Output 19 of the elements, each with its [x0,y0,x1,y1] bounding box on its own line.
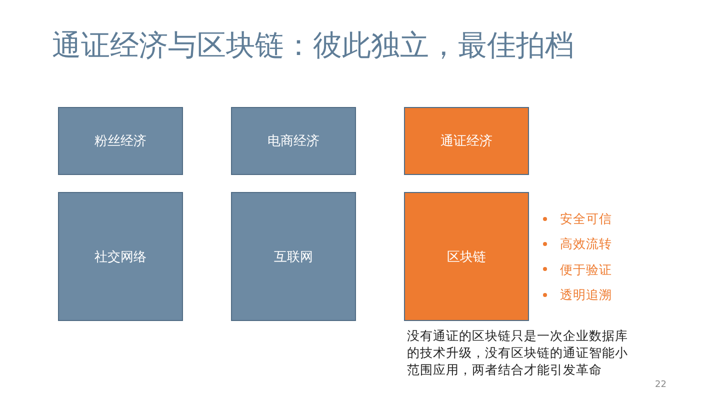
page-number: 22 [655,380,666,390]
bullet-text: 透明追溯 [560,286,612,304]
box-label: 互联网 [274,248,313,266]
box-label: 电商经济 [268,133,320,150]
concept-box [231,192,356,321]
concept-box [404,192,529,321]
slide-title: 通证经济与区块链：彼此独立，最佳拍档 [52,27,574,64]
box-label: 社交网络 [94,248,146,266]
concept-box [58,192,183,321]
bullet-text: 便于验证 [560,260,612,279]
concept-box [231,107,356,175]
concept-box [58,107,183,175]
box-label: 区块链 [447,248,486,266]
box-label: 粉丝经济 [94,133,146,150]
note-text: 没有通证的区块链只是一次企业数据库的技术升级，没有区块链的通证智能小范围应用，两者结合才能引发革命 [407,327,629,378]
bullet-text: 高效流转 [560,235,612,254]
bullet-text: 安全可信 [560,210,612,228]
concept-box [404,107,529,175]
box-label: 通证经济 [440,133,492,150]
